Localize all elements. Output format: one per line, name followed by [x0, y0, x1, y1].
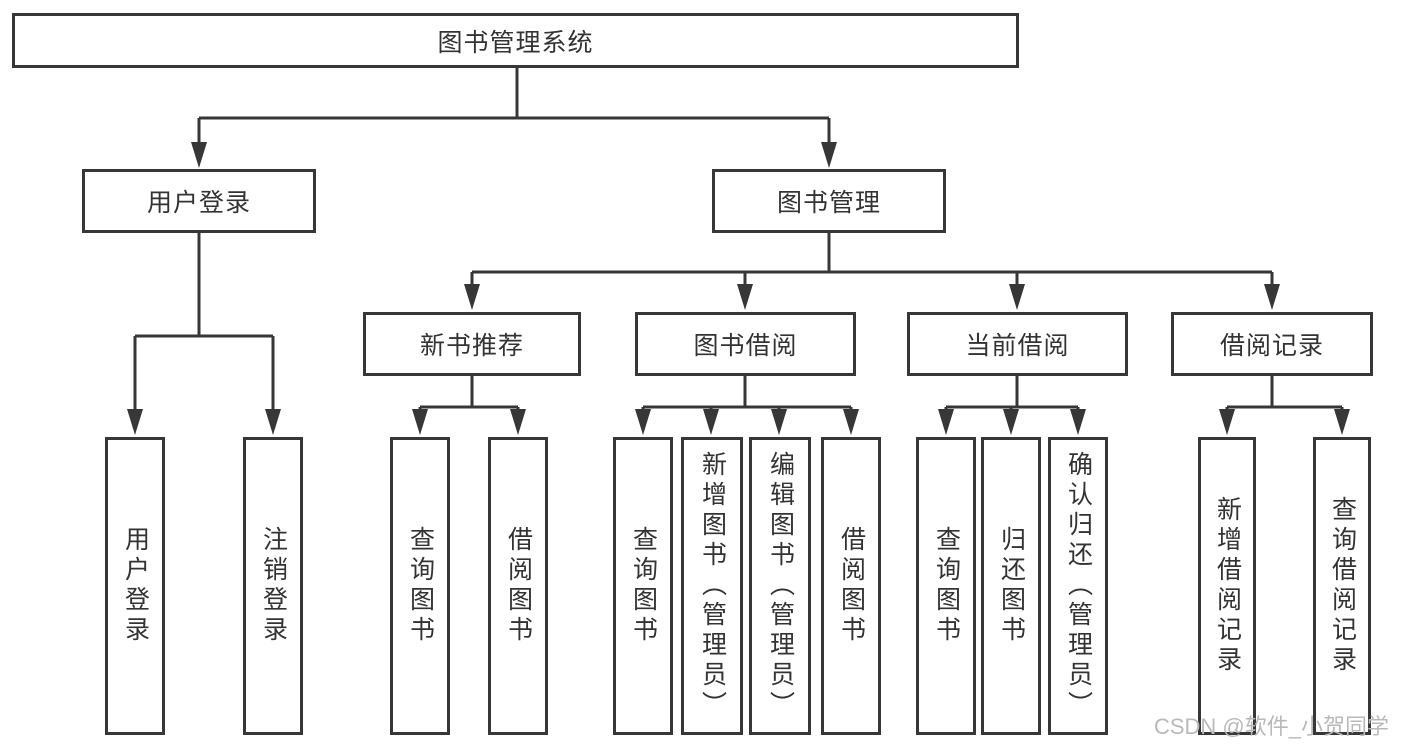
leaf-query-borrow-record: 查询借阅记录	[1313, 437, 1371, 735]
connector-user-login-children	[127, 233, 281, 435]
csdn-watermark: CSDN @软件_小贺同学	[1153, 714, 1389, 739]
node-label: 用户登录	[146, 189, 251, 217]
leaf-user-login: 用户登录	[105, 437, 165, 735]
node-label: 借阅图书	[504, 526, 533, 646]
node-label: 当前借阅	[965, 332, 1070, 360]
node-label: 查询借阅记录	[1328, 496, 1357, 676]
leaf-return-book: 归还图书	[981, 437, 1041, 735]
node-label: 图书借阅	[693, 332, 798, 360]
connector-current-borrow-children	[938, 376, 1086, 435]
node-label: 新增借阅记录	[1213, 496, 1242, 676]
node-label: 注销登录	[259, 526, 288, 646]
leaf-add-book-admin: 新增图书（管理员）	[681, 437, 743, 735]
leaf-add-borrow-record: 新增借阅记录	[1198, 437, 1256, 735]
node-label: 查询图书	[629, 526, 658, 646]
node-label: 图书管理系统	[437, 28, 594, 57]
node-new-book-recommend: 新书推荐	[363, 312, 581, 376]
node-label: 借阅记录	[1219, 332, 1324, 360]
leaf-query-books-3: 查询图书	[916, 437, 976, 735]
leaf-logout: 注销登录	[243, 437, 303, 735]
node-label: 图书管理	[776, 189, 881, 217]
connector-book-borrow-children	[635, 376, 859, 435]
node-label: 查询图书	[932, 526, 961, 646]
leaf-query-books-1: 查询图书	[390, 437, 450, 735]
node-label: 新书推荐	[419, 332, 524, 360]
node-current-borrow: 当前借阅	[907, 312, 1128, 376]
node-label: 编辑图书（管理员）	[766, 451, 795, 721]
node-label: 借阅图书	[837, 526, 866, 646]
node-borrow-record: 借阅记录	[1171, 312, 1373, 376]
node-label: 查询图书	[406, 526, 435, 646]
leaf-borrow-books-2: 借阅图书	[821, 437, 881, 735]
connector-root-to-level2	[191, 68, 837, 168]
leaf-confirm-return-admin: 确认归还（管理员）	[1048, 437, 1108, 735]
node-label: 归还图书	[997, 526, 1026, 646]
connector-new-book-children	[412, 376, 526, 435]
connector-borrow-record-children	[1219, 376, 1350, 435]
node-book-borrow: 图书借阅	[635, 312, 856, 376]
node-root-system: 图书管理系统	[12, 13, 1019, 68]
node-label: 用户登录	[121, 526, 150, 646]
leaf-borrow-books-1: 借阅图书	[488, 437, 548, 735]
leaf-query-books-2: 查询图书	[613, 437, 673, 735]
leaf-edit-book-admin: 编辑图书（管理员）	[749, 437, 811, 735]
node-book-management: 图书管理	[712, 169, 946, 233]
node-label: 新增图书（管理员）	[698, 451, 727, 721]
connector-book-mgmt-to-level3	[464, 233, 1280, 310]
node-label: 确认归还（管理员）	[1064, 451, 1093, 721]
node-user-login: 用户登录	[82, 169, 316, 233]
